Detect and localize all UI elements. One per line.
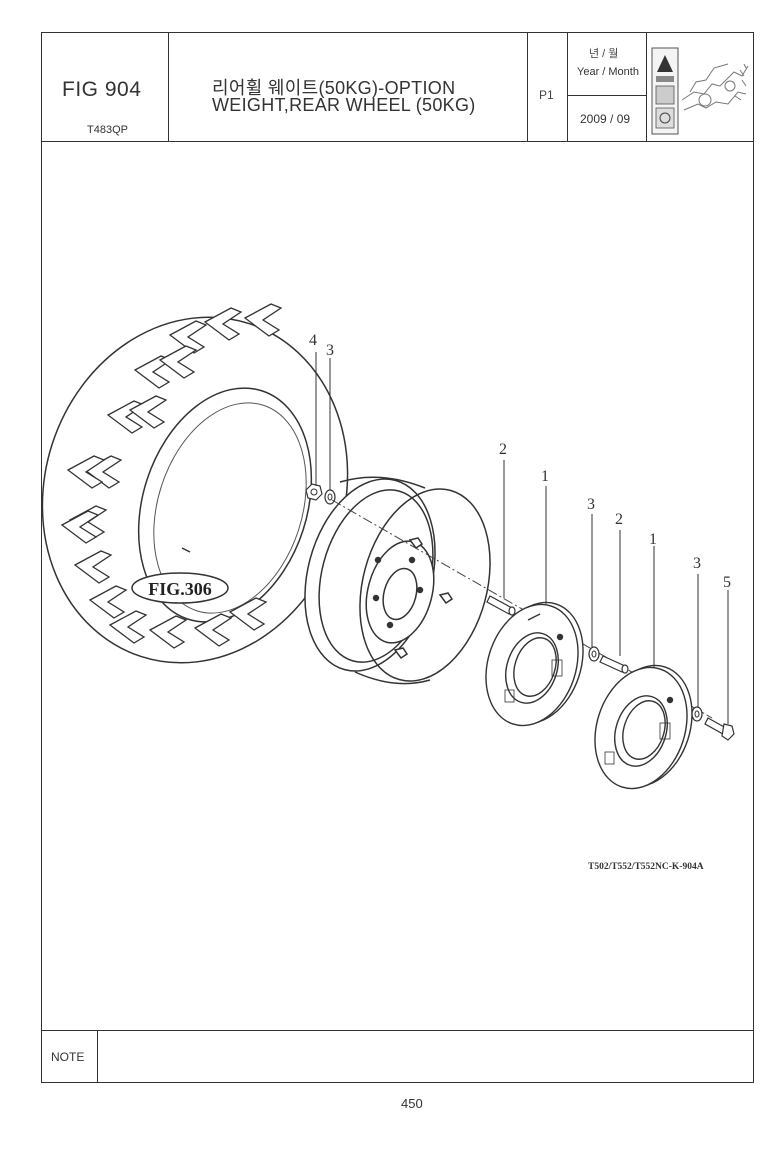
- year-month-value: 2009 / 09: [580, 112, 631, 126]
- drawing-code: T502/T552/T552NC-K-904A: [588, 862, 704, 872]
- callout-2-stud-second: 2: [615, 511, 623, 528]
- header-divider-4: [646, 32, 647, 142]
- page-code: P1: [539, 88, 554, 102]
- note-top-divider: [41, 1030, 754, 1031]
- header-divider-1: [168, 32, 169, 142]
- wheel-rim: [304, 476, 491, 685]
- washer-part-3-left: [324, 489, 336, 505]
- page-frame: [41, 32, 754, 1083]
- safety-warning-icon: [651, 47, 679, 135]
- title-english: WEIGHT,REAR WHEEL (50KG): [212, 95, 476, 115]
- note-divider: [97, 1030, 98, 1083]
- callout-5-bolt: 5: [723, 574, 731, 591]
- header-divider-2: [527, 32, 528, 142]
- bolt-part-5: [704, 717, 735, 741]
- fig-reference-label: FIG.306: [148, 579, 212, 599]
- title-korean: 리어휠 웨이트(50KG)-OPTION: [212, 78, 456, 98]
- weight-disc-part-1-outer: [594, 664, 693, 790]
- stud-bolt-part-2: [486, 595, 516, 616]
- callout-3-washer-right: 3: [693, 555, 701, 572]
- callout-2-stud-first: 2: [499, 441, 507, 458]
- tractor-sketch-icon: [681, 63, 749, 111]
- year-month-divider: [567, 95, 646, 96]
- model-code: T483QP: [87, 124, 128, 136]
- callout-3-washer-left: 3: [326, 342, 334, 359]
- year-month-label-english: Year / Month: [577, 66, 639, 78]
- washer-part-3-middle: [588, 646, 600, 662]
- page-number: 450: [401, 1096, 423, 1111]
- fig-number: FIG 904: [62, 78, 142, 101]
- callout-4-nut: 4: [309, 332, 317, 349]
- fig-reference-bubble: [131, 572, 229, 604]
- nut-part-4: [305, 483, 323, 501]
- weight-disc-part-1-inner: [485, 601, 584, 727]
- header-divider-3: [567, 32, 568, 142]
- header-divider: [41, 141, 754, 142]
- washer-part-3-right: [691, 706, 703, 722]
- callout-1-disc-second: 1: [649, 531, 657, 548]
- note-label: NOTE: [51, 1050, 85, 1064]
- callout-leader-lines: [315, 352, 729, 724]
- stud-bolt-part-2-second: [599, 655, 629, 674]
- year-month-label-korean: 년 / 월: [589, 48, 619, 60]
- callout-3-washer-middle: 3: [587, 496, 595, 513]
- callout-1-disc-first: 1: [541, 468, 549, 485]
